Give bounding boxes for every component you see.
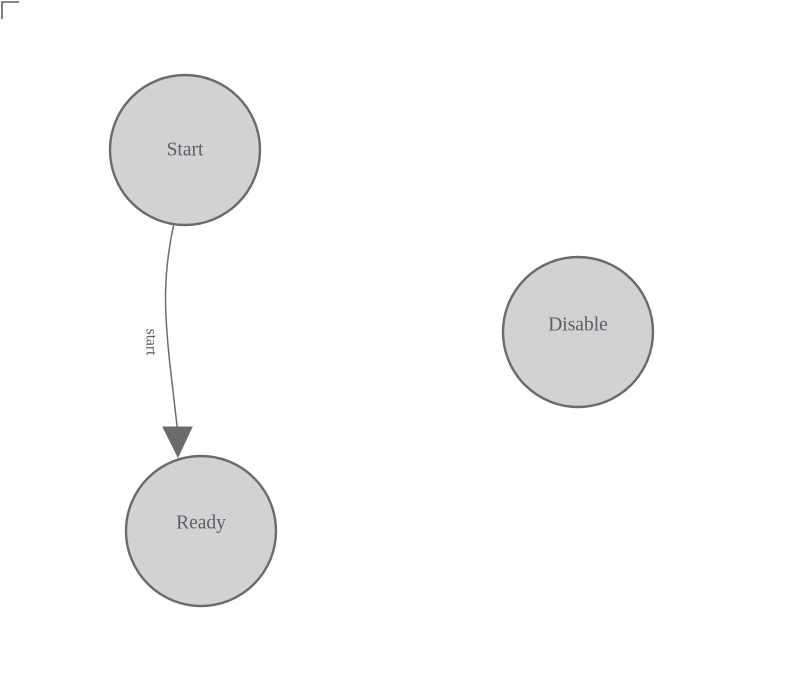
node-start-circle [108,73,262,227]
corner-bracket-icon [1,1,19,19]
edge-start-to-ready[interactable]: start [142,225,193,459]
node-start-label: Start [167,139,204,160]
node-ready-label: Ready [176,512,226,533]
node-disable[interactable]: Disable [501,255,655,409]
node-start[interactable]: Start [108,73,262,227]
node-disable-circle [501,255,655,409]
edge-label-start: start [142,329,159,356]
arrowhead-icon [162,426,193,459]
node-ready[interactable]: Ready [124,454,278,608]
edge-line [164,225,179,431]
node-ready-circle [124,454,278,608]
node-disable-label: Disable [548,314,608,335]
